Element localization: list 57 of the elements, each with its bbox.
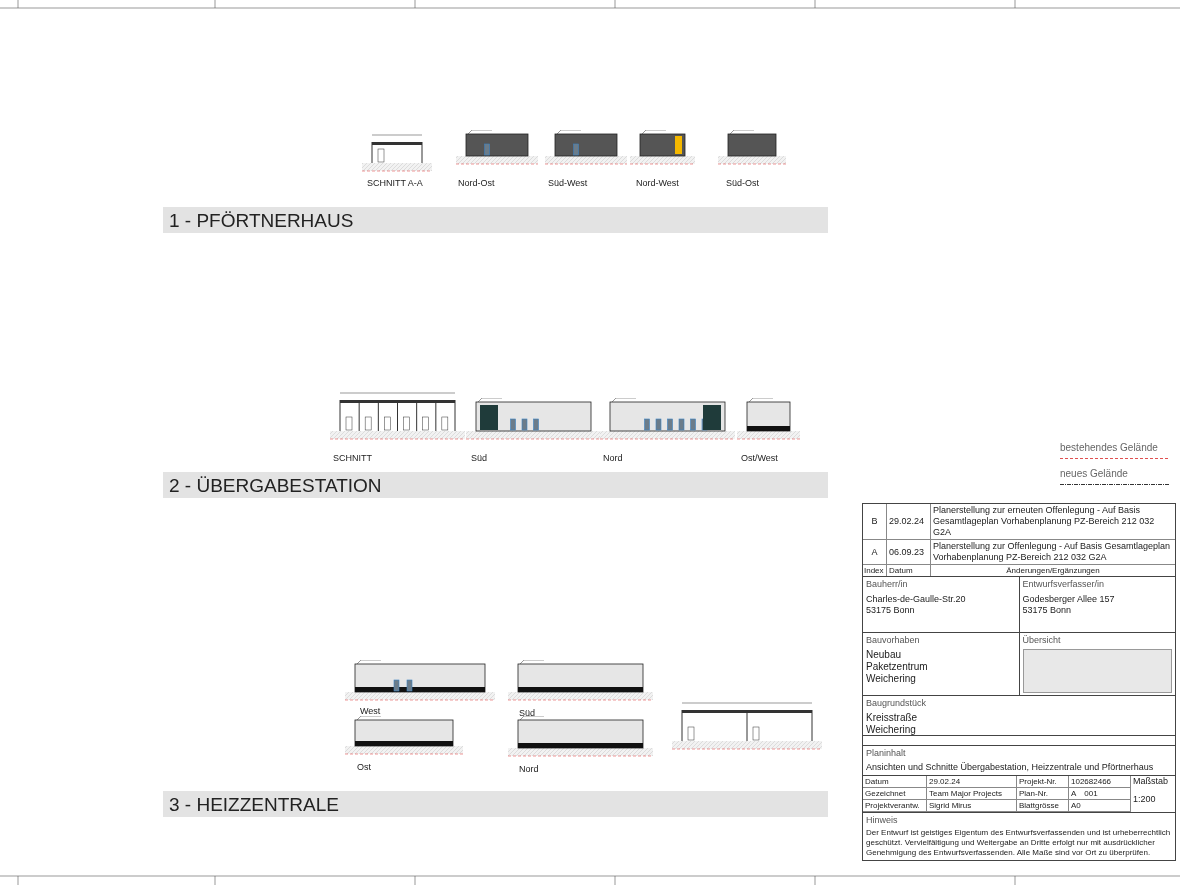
field-label: Projektverantw.	[865, 800, 921, 811]
view-caption: Ost/West	[741, 453, 778, 465]
view-caption: Nord	[519, 764, 539, 776]
field-label: Projekt-Nr.	[1019, 776, 1058, 787]
field-value: 001	[1084, 788, 1098, 799]
view-caption: Nord-Ost	[458, 178, 495, 190]
field-label: Baugrundstück	[866, 698, 928, 709]
field-value: Sigrid Mirus	[929, 800, 973, 811]
field-label: Übersicht	[1022, 635, 1062, 646]
field-label: Hinweis	[866, 815, 899, 826]
field-value: Godesberger Allee 157	[1022, 594, 1116, 605]
revision-note: Planerstellung zur erneuten Offenlegung - Auf Basis Gesamtlageplan Vorhabenplanung PZ-Bereich 212 032 G2A	[933, 505, 1156, 538]
view-caption: Ost	[357, 762, 371, 774]
field-value: 53175 Bonn	[866, 605, 916, 616]
field-value: Team Major Projects	[929, 788, 1003, 799]
field-label: Maßstab	[1133, 776, 1169, 787]
field-label: Bauherr/in	[866, 579, 909, 590]
view-caption: Süd-West	[548, 178, 588, 190]
field-value: Charles-de-Gaulle-Str.20	[866, 594, 967, 605]
field-label: Entwurfsverfasser/in	[1022, 579, 1106, 590]
note-text: Der Entwurf ist geistiges Eigentum des Entwurfsverfassenden und ist urheberrechtlich geschützt. Vervielfältigung und Weitergabe an Dritte erfolgt nur mit ausdrücklicher Genehmigung des Entwurfsverfassenden. Alle Maße sind vor Ort zu überprüfen.	[866, 828, 1172, 858]
field-label: Plan-Nr.	[1019, 788, 1049, 799]
view-caption: Nord-West	[636, 178, 679, 190]
column-header: Datum	[889, 565, 914, 576]
field-value: 102682466	[1071, 776, 1112, 787]
view-caption: SCHNITT	[333, 453, 372, 465]
revision-date: 06.09.23	[889, 546, 925, 558]
revision-note: Planerstellung zur Offenlegung - Auf Basis Gesamtlageplan Vorhabenplanung PZ-Bereich 212 032 G2A	[933, 541, 1171, 563]
field-value: A0	[1071, 800, 1081, 811]
field-value: 1:200	[1133, 794, 1156, 805]
legend-label: bestehendes Gelände	[1060, 441, 1159, 455]
view-caption: Süd	[519, 708, 535, 720]
field-label: Bauvorhaben	[866, 635, 921, 646]
field-value: Kreisstraße Weichering	[866, 712, 919, 736]
column-header: Änderungen/Ergänzungen	[1005, 565, 1101, 576]
field-value: A	[1071, 788, 1077, 799]
view-caption: West	[360, 706, 381, 718]
field-label: Gezeichnet	[865, 788, 907, 799]
field-label: Blattgrösse	[1019, 800, 1061, 811]
column-header: Index	[864, 565, 885, 576]
view-caption: Nord	[603, 453, 623, 465]
field-value: 29.02.24	[929, 776, 962, 787]
field-value: Neubau Paketzentrum Weichering	[866, 649, 929, 685]
legend-label: neues Gelände	[1060, 467, 1129, 481]
section-heading: 3 - HEIZZENTRALE	[169, 794, 339, 814]
view-caption: SCHNITT A-A	[367, 178, 423, 190]
field-label: Datum	[865, 776, 890, 787]
section-heading: 2 - ÜBERGABESTATION	[169, 475, 382, 495]
revision-index: A	[871, 546, 878, 558]
section-heading: 1 - PFÖRTNERHAUS	[169, 210, 354, 230]
view-caption: Süd	[471, 453, 487, 465]
revision-index: B	[871, 516, 878, 527]
revision-date: 29.02.24	[889, 516, 925, 527]
field-value: Ansichten und Schnitte Übergabestation, Heizzentrale und Pförtnerhaus	[866, 762, 1155, 773]
view-caption: Süd-Ost	[726, 178, 759, 190]
field-label: Planinhalt	[866, 748, 907, 759]
field-value: 53175 Bonn	[1022, 605, 1073, 616]
